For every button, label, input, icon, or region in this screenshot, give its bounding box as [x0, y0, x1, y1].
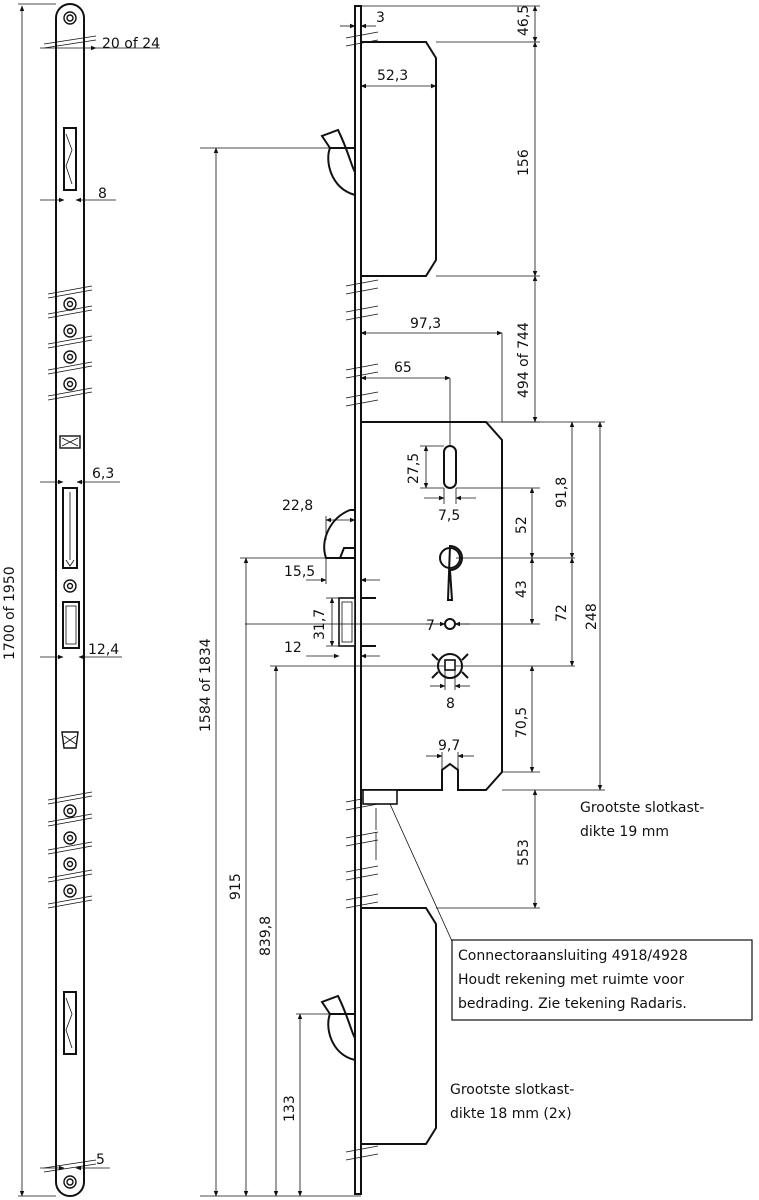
dim-72: 72: [554, 604, 570, 622]
dim-43: 43: [514, 580, 530, 598]
dim-70-5: 70,5: [514, 707, 530, 738]
screw-group-lower: [47, 791, 93, 909]
hook-slot-bottom: [63, 991, 77, 1055]
latch-bolt: [323, 509, 355, 559]
slotkast-aux-line2: dikte 18 mm (2x): [450, 1106, 572, 1122]
dim-97-3: 97,3: [410, 316, 441, 332]
dim-27-5: 27,5: [406, 453, 422, 484]
logo-mark-lower: [61, 731, 79, 749]
deadbolt-opening: [62, 601, 80, 649]
aux-lock-lower: [361, 907, 437, 1145]
dim-8-strip: 8: [98, 186, 107, 202]
main-lock-case: [361, 421, 503, 791]
dim-156: 156: [516, 149, 532, 176]
dim-91-8: 91,8: [554, 477, 570, 508]
dim-6-3: 6,3: [92, 466, 114, 482]
connector-line1: Connectoraansluiting 4918/4928: [458, 948, 688, 964]
dim-52: 52: [514, 516, 530, 534]
dim-12: 12: [284, 640, 302, 656]
connector-leader: [389, 803, 457, 951]
logo-mark-upper: [59, 435, 81, 449]
connector-tab: [362, 789, 398, 805]
dim-915: 915: [228, 873, 244, 900]
screw-hole-bottom: [63, 1175, 77, 1189]
aux-lock-upper: [361, 41, 437, 277]
connector-note-box: [451, 939, 753, 1021]
connector-line3: bedrading. Zie tekening Radaris.: [458, 996, 687, 1012]
dim-5: 5: [96, 1152, 105, 1168]
dim-553: 553: [516, 839, 532, 866]
side-view: [200, 5, 753, 1197]
dim-65: 65: [394, 360, 412, 376]
dim-7: 7: [426, 618, 435, 634]
hook-bolt-upper: [327, 147, 356, 196]
dim-12-4: 12,4: [88, 642, 119, 658]
hook-bolt-lower: [327, 1013, 356, 1061]
faceplate-side: [354, 5, 362, 1195]
dimension-labels: 20 of 24 8 6,3 12,4 5 1700 of 1950 3 46,…: [2, 5, 600, 1168]
dim-52-3: 52,3: [377, 68, 408, 84]
dim-8-follower: 8: [446, 696, 455, 712]
slotkast-main-line1: Grootste slotkast-: [580, 800, 704, 816]
dim-31-7: 31,7: [312, 609, 328, 640]
dim-9-7: 9,7: [438, 738, 460, 754]
dim-15-5: 15,5: [284, 564, 315, 580]
hook-slot-top: [63, 127, 77, 191]
latch-opening: [62, 487, 78, 569]
cylinder-hole: [446, 544, 463, 601]
dim-248: 248: [584, 603, 600, 630]
dim-839-8: 839,8: [258, 916, 274, 956]
faceplate-front-view: [18, 3, 160, 1197]
slotkast-main-line2: dikte 19 mm: [580, 824, 669, 840]
dim-46-5: 46,5: [516, 5, 532, 36]
dim-1700-of-1950: 1700 of 1950: [2, 566, 18, 660]
dim-494-of-744: 494 of 744: [516, 322, 532, 398]
dim-22-8: 22,8: [282, 498, 313, 514]
dim-3: 3: [376, 10, 385, 26]
connector-line2: Houdt rekening met ruimte voor: [458, 972, 684, 988]
dim-20-of-24: 20 of 24: [102, 36, 160, 52]
slot-27-5: [443, 445, 457, 489]
dim-7-5: 7,5: [438, 508, 460, 524]
slotkast-aux-line1: Grootste slotkast-: [450, 1082, 574, 1098]
screw-group-upper: [47, 285, 93, 401]
hole-7: [444, 618, 456, 630]
dim-1584-of-1834: 1584 of 1834: [198, 638, 214, 732]
dim-133: 133: [282, 1095, 298, 1122]
screw-hole-top: [63, 11, 77, 25]
annotation-notes: Grootste slotkast- dikte 19 mm Connector…: [450, 800, 704, 1122]
faceplate-outline: [55, 3, 85, 1197]
deadbolt: [338, 597, 356, 647]
